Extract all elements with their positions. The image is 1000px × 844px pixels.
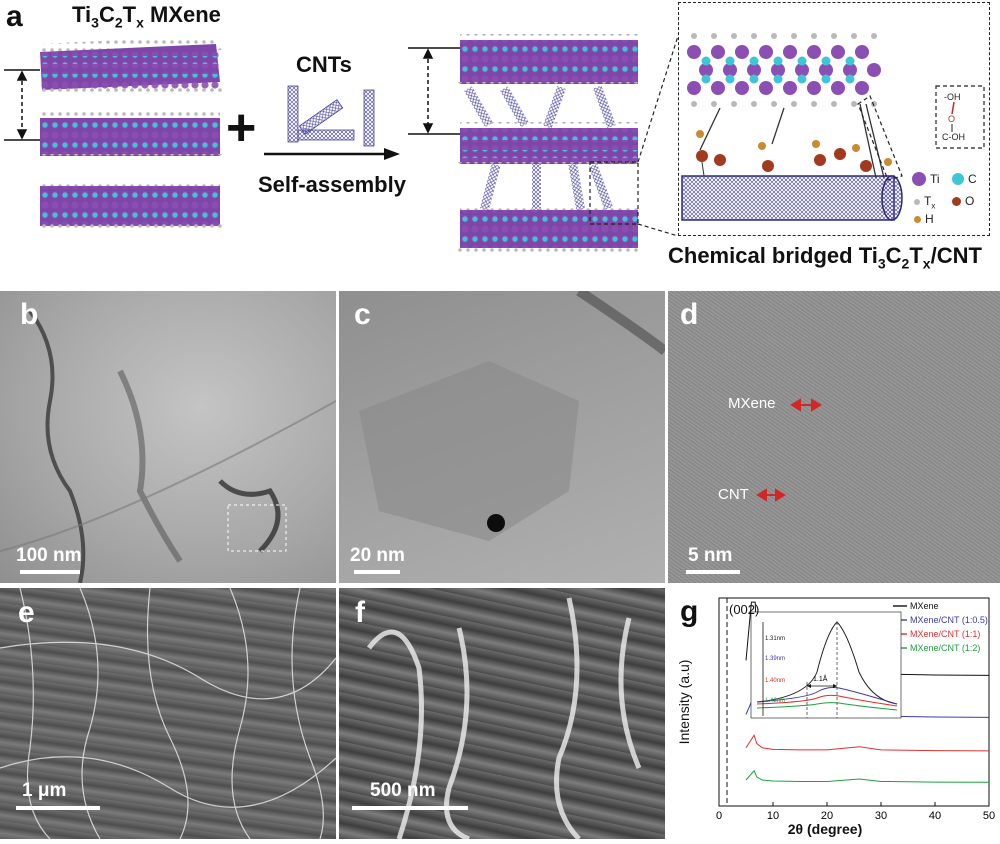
x-tick-label: 40 [929, 810, 941, 822]
inset-cnt-tube [681, 175, 903, 221]
legend-ti: Ti [912, 172, 940, 186]
fg-oh: -OH [944, 92, 961, 102]
tem-c-features [359, 291, 665, 541]
scale-label-f: 500 nm [370, 780, 436, 801]
scale-bar-b [20, 570, 80, 574]
x-tick-label: 30 [875, 810, 887, 822]
legend-label: MXene [910, 601, 939, 611]
scale-label-c: 20 nm [350, 545, 405, 566]
mxene-stack-illustration [4, 36, 222, 232]
interlayer-spacing-marker [4, 69, 40, 141]
tem-image-b [0, 291, 336, 583]
chemical-bridged-title: Chemical bridged Ti3C2Tx/CNT [668, 243, 982, 272]
mxene-layer-1 [36, 36, 222, 94]
mxene-layer-3 [38, 180, 222, 232]
x-tick-label: 0 [716, 810, 722, 822]
fg-coh: C-OH [942, 132, 965, 142]
tem-b-features [0, 309, 336, 583]
inset-functional-groups [696, 130, 892, 177]
zoom-callout-lines [589, 35, 679, 237]
scale-bar-f [352, 806, 468, 810]
bridged-stack-illustration [408, 34, 679, 254]
legend-label: MXene/CNT (1:2) [910, 643, 980, 653]
mxene-title: Ti3C2Tx MXene [72, 2, 221, 31]
panel-e-letter: e [18, 596, 35, 629]
y-axis-label: Intensity (a.u) [676, 660, 692, 745]
self-assembly-label: Self-assembly [258, 172, 406, 197]
scale-bar-d [686, 570, 740, 574]
label-cnt-d: CNT [718, 486, 749, 503]
sem-f-fibers [367, 597, 642, 839]
fg-o: O [948, 114, 955, 124]
tem-image-c [339, 291, 665, 583]
bridged-layer-3 [458, 204, 640, 254]
sem-e-fibers [0, 588, 336, 839]
cnt-tubes-illustration [287, 85, 375, 147]
scale-label-b: 100 nm [16, 545, 82, 566]
inset-spacing-2: 1.39nm [765, 656, 785, 662]
x-axis-label: 2θ (degree) [788, 821, 862, 837]
functional-group-sketch: -OH O C-OH [942, 92, 965, 142]
hrtem-d-features [756, 398, 822, 502]
hrtem-image-d [668, 291, 1000, 583]
x-tick-label: 10 [767, 810, 779, 822]
xrd-inset: 1.1Å 1.31nm 1.39nm 1.40nm 1.42nm [750, 611, 902, 719]
inset-mxene-sheet [687, 33, 881, 107]
plot-frame [718, 597, 990, 807]
inset-spacing-3: 1.40nm [765, 678, 785, 684]
legend-c: C [952, 172, 977, 186]
bridged-layer-1 [458, 34, 640, 88]
inset-structure: -OH O C-OH [681, 33, 985, 221]
panel-d-letter: d [680, 298, 699, 331]
bridging-cnts [464, 85, 616, 211]
xrd-series-line [745, 734, 990, 752]
bridged-layer-2 [458, 122, 640, 168]
self-assembly-arrow [264, 148, 400, 160]
label-mxene-d: MXene [728, 395, 776, 412]
sem-image-f [339, 588, 665, 839]
legend-label: MXene/CNT (1:1) [910, 629, 980, 639]
legend-h: H [914, 212, 934, 226]
inset-spacing-1: 1.31nm [765, 636, 785, 642]
scale-bar-c [354, 570, 400, 574]
bridge-zoom-lines [857, 85, 985, 181]
x-tick-label: 20 [821, 810, 833, 822]
xrd-series-line [745, 769, 990, 783]
panel-a-letter: a [6, 0, 23, 33]
panel-f-letter: f [355, 596, 365, 629]
legend-label: MXene/CNT (1:0.5) [910, 615, 988, 625]
peak-label: (002) [729, 602, 759, 617]
panel-b-letter: b [20, 298, 39, 331]
scale-bar-e [16, 806, 100, 810]
legend-tx: Tx [914, 194, 935, 210]
atom-legend: Ti C Tx O H [912, 166, 988, 230]
bridging-detail-inset [678, 2, 990, 236]
mxene-layer-2 [38, 112, 222, 160]
plus-sign: + [226, 99, 257, 157]
bridged-spacing-marker [408, 47, 460, 135]
sem-image-e [0, 588, 336, 839]
cnts-label: CNTs [296, 52, 352, 77]
scale-label-e: 1 μm [22, 780, 67, 801]
scale-label-d: 5 nm [688, 545, 733, 566]
x-tick-label: 50 [983, 810, 995, 822]
legend-o: O [952, 194, 974, 208]
inset-arrow-label: 1.1Å [813, 674, 828, 683]
inset-bonds [699, 103, 885, 179]
inset-spacing-4: 1.42nm [765, 698, 785, 704]
panel-c-letter: c [354, 298, 371, 331]
panel-g-letter: g [680, 595, 699, 628]
